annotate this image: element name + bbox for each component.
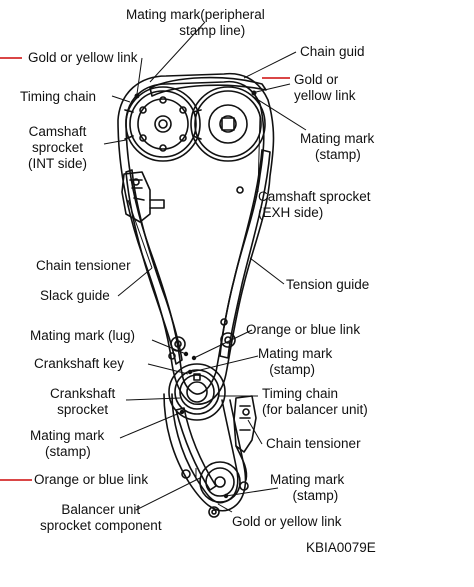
label-camshaft-sprocket-exh: Camshaft sprocket (EXH side) bbox=[258, 189, 371, 220]
label-gold-yellow-link-top: Gold or yellow link bbox=[28, 50, 138, 65]
label-timing-chain: Timing chain bbox=[20, 89, 97, 104]
crankshaft-sprocket bbox=[168, 363, 226, 421]
label-chain-tensioner-upper: Chain tensioner bbox=[36, 258, 131, 273]
label-crankshaft-key: Crankshaft key bbox=[34, 356, 125, 371]
label-crankshaft-sprocket: Crankshaft sprocket bbox=[50, 386, 116, 417]
label-chain-guide: Chain guid bbox=[300, 44, 365, 59]
label-chain-tensioner-lower: Chain tensioner bbox=[266, 436, 361, 451]
label-camshaft-sprocket-int: Camshaft sprocket (INT side) bbox=[28, 124, 88, 171]
label-mating-mark-stamp-left: Mating mark (stamp) bbox=[30, 428, 105, 459]
label-mating-mark-peripheral: Mating mark(peripheral stamp line) bbox=[126, 7, 265, 38]
label-mating-mark-stamp-crank: Mating mark (stamp) bbox=[258, 346, 333, 377]
slack-guide bbox=[125, 169, 183, 365]
label-mating-mark-stamp-bottom: Mating mark (stamp) bbox=[270, 472, 345, 503]
label-slack-guide: Slack guide bbox=[40, 288, 110, 303]
label-balancer-unit-sprocket: Balancer unit sprocket component bbox=[40, 502, 162, 533]
label-mating-mark-stamp-cam: Mating mark (stamp) bbox=[300, 131, 375, 162]
label-orange-blue-link-left: Orange or blue link bbox=[34, 472, 149, 487]
label-orange-blue-link-right: Orange or blue link bbox=[246, 322, 361, 337]
camshaft-sprocket-exh bbox=[190, 86, 266, 162]
label-mating-mark-lug: Mating mark (lug) bbox=[30, 328, 136, 343]
label-tension-guide: Tension guide bbox=[286, 277, 370, 292]
chain-tensioner-upper bbox=[121, 171, 165, 223]
tension-guide bbox=[219, 149, 271, 359]
label-timing-chain-balancer: Timing chain (for balancer unit) bbox=[262, 386, 368, 417]
figure-code: KBIA0079E bbox=[306, 540, 376, 555]
chain-tensioner-lower bbox=[233, 395, 257, 481]
label-gold-yellow-link-right: Gold or yellow link bbox=[294, 72, 356, 103]
balancer-unit-sprocket bbox=[199, 461, 241, 503]
label-gold-yellow-link-bottom: Gold or yellow link bbox=[232, 514, 342, 529]
